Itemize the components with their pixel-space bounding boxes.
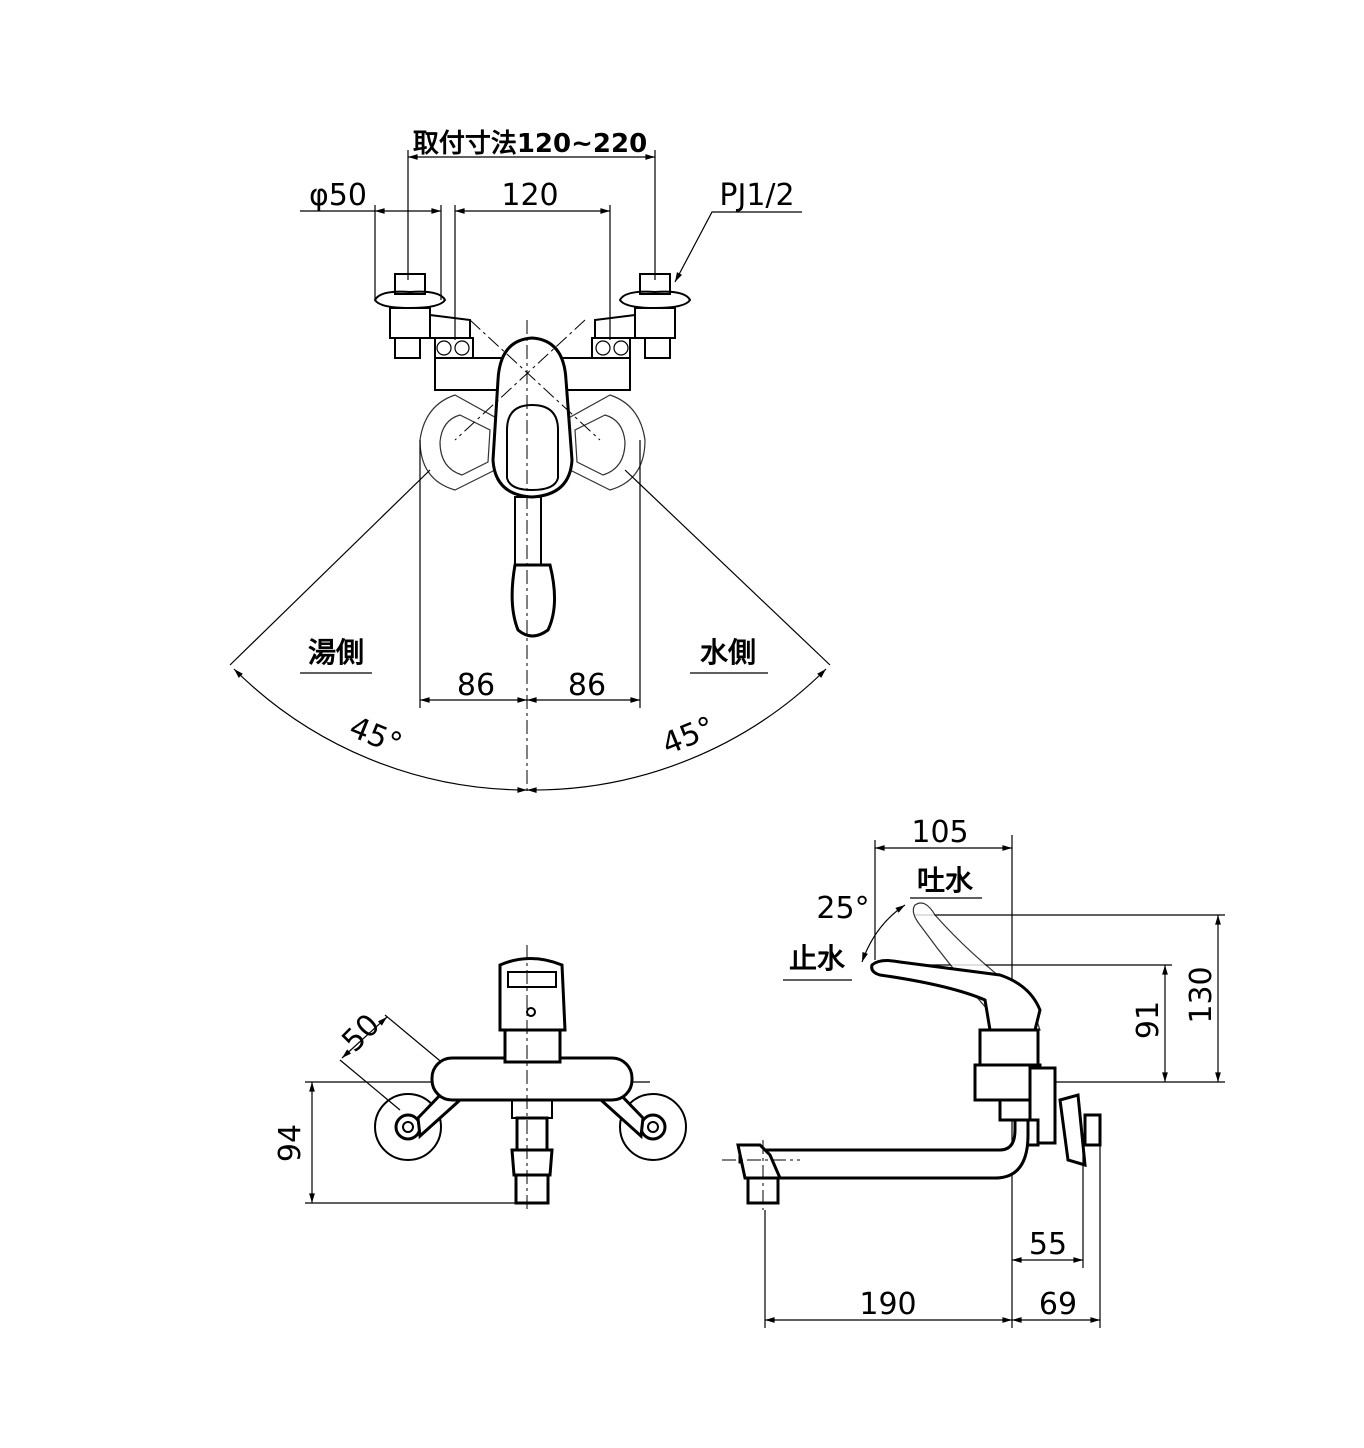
spout (738, 1118, 1030, 1180)
ghost-lever-right (564, 394, 646, 491)
ghost-lever-left (419, 394, 501, 491)
dim105-label: 105 (911, 815, 968, 850)
phi50-label: φ50 (309, 178, 367, 213)
hot-side-label: 湯側 (308, 636, 364, 669)
dim55-label: 55 (1029, 1227, 1067, 1262)
spout-stop-label: 止水 (789, 942, 846, 975)
angle-left-label: 45° (344, 710, 406, 762)
spout-open-label: 吐水 (917, 864, 974, 897)
angle-arc-left (233, 668, 528, 793)
lever-handle-top (491, 336, 574, 638)
angle25-label: 25° (816, 891, 869, 926)
dim91-label: 91 (1131, 1001, 1166, 1039)
mount-range-label: 取付寸法120~220 (413, 129, 647, 159)
side-lever (870, 959, 1042, 1032)
angle-arc-right (526, 668, 827, 794)
cold-side-label: 水側 (700, 636, 756, 669)
dim120-label: 120 (501, 178, 558, 213)
dim86-left-label: 86 (457, 668, 495, 703)
dim50-label: 50 (335, 1007, 387, 1059)
dim86-right-label: 86 (568, 668, 606, 703)
dim130-label: 130 (1184, 966, 1219, 1023)
angle-right-label: 45° (657, 710, 719, 762)
dim94-label: 94 (273, 1124, 308, 1162)
left-supply-fitting (373, 273, 474, 359)
front-body (430, 1056, 634, 1102)
side-view: 105 吐水 25° 止水 91 130 (722, 815, 1225, 1328)
dim190-label: 190 (859, 1287, 916, 1322)
right-supply-fitting (591, 273, 692, 359)
pj-thread-label: PJ1/2 (719, 178, 794, 213)
top-view: 取付寸法120~220 φ50 120 PJ1/2 (229, 129, 831, 795)
front-lever (498, 957, 567, 1032)
front-view: 94 50 (273, 945, 687, 1212)
dim69-label: 69 (1039, 1287, 1077, 1322)
